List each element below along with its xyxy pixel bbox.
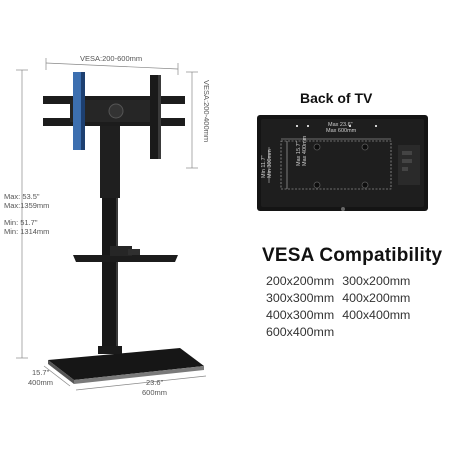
vesa-size-item: 300x300mm — [266, 291, 335, 305]
stand-column — [100, 126, 120, 350]
tv-horizontal-label-inches: Max 23.6" — [328, 122, 353, 128]
vesa-size-item: 400x200mm — [342, 291, 411, 305]
vesa-width-dimension-line — [45, 58, 179, 75]
vesa-size-list: 200x200mm 300x200mm 300x300mm 400x200mm … — [266, 274, 410, 339]
vesa-size-item: 400x400mm — [342, 308, 411, 322]
min-height-label-inches: Min: 51.7" — [4, 218, 38, 227]
max-height-label-inches: Max: 53.5" — [4, 192, 40, 201]
media-shelf — [73, 246, 178, 262]
vesa-size-item: 400x300mm — [266, 308, 335, 322]
width-label-mm: 600mm — [142, 388, 168, 397]
min-height-label-mm: Min: 1314mm — [4, 227, 50, 236]
vesa-size-item: 200x200mm — [266, 274, 335, 288]
vesa-range-label: VESA:200-600mm — [80, 54, 143, 63]
vesa-size-item: 600x400mm — [266, 325, 335, 339]
tv-back-illustration — [257, 115, 428, 211]
stand-base — [48, 346, 204, 384]
vesa-bracket — [43, 72, 185, 159]
left-mounting-arm-blue — [73, 72, 81, 150]
right-mounting-arm — [150, 75, 158, 159]
vesa-vertical-label: VESA:200-400mm — [202, 80, 211, 143]
depth-label-mm: 400mm — [28, 378, 54, 387]
vesa-compatibility-title: VESA Compatibility — [262, 245, 443, 266]
back-of-tv-title: Back of TV — [300, 90, 373, 106]
vesa-size-item: 300x200mm — [342, 274, 411, 288]
width-label-inches: 23.6" — [146, 378, 164, 387]
tv-horizontal-label-mm: Max 600mm — [326, 128, 357, 134]
depth-label-inches: 15.7" — [32, 368, 50, 377]
base-dimension-lines — [43, 365, 207, 391]
tv-min-vertical-label-mm: Min 300mm — [267, 149, 273, 178]
tv-vertical-label-mm: Max 400mm — [302, 135, 308, 166]
max-height-label-mm: Max:1359mm — [4, 201, 50, 210]
vesa-height-dimension-line — [186, 71, 198, 169]
height-dimension-line — [16, 69, 28, 359]
